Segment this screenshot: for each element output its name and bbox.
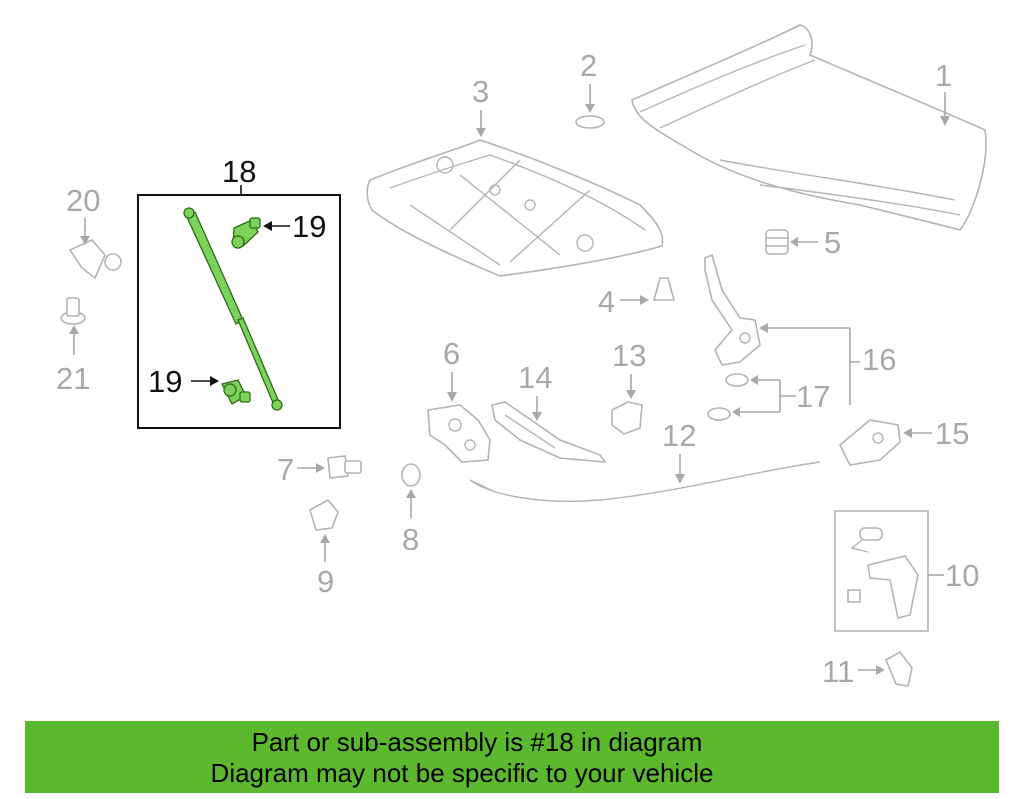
arrowhead-13 — [626, 390, 636, 399]
arrowhead-9 — [320, 534, 330, 543]
part-21-bolt — [60, 297, 86, 325]
arrowhead-16 — [759, 323, 768, 333]
label-13: 13 — [612, 338, 646, 373]
arrowhead-3 — [476, 128, 486, 137]
parts-diagram: 1 2 3 4 5 6 — [56, 24, 987, 689]
part-8-grommet — [401, 463, 421, 487]
part-4-clip — [652, 277, 676, 301]
part-19-upper-stud — [231, 217, 261, 249]
arrowhead-20 — [80, 236, 90, 245]
label-1: 1 — [935, 58, 952, 93]
leader-17 — [737, 379, 796, 413]
part-2-plug — [575, 115, 605, 129]
part-18-box — [137, 194, 341, 429]
part-7-bolt — [327, 455, 362, 479]
part-6-lock — [427, 404, 491, 463]
banner-line-1: Part or sub-assembly is #18 in diagram — [251, 727, 703, 757]
info-banner: Part or sub-assembly is #18 in diagram D… — [25, 721, 999, 793]
label-17: 17 — [796, 379, 830, 414]
label-20: 20 — [66, 183, 100, 218]
arrowhead-2 — [585, 104, 595, 113]
arrowhead-8 — [406, 489, 416, 498]
part-19-lower-stud — [221, 379, 251, 405]
part-1-hood — [631, 24, 987, 231]
label-16: 16 — [862, 342, 896, 377]
part-17-washers — [707, 373, 749, 421]
label-3: 3 — [472, 74, 489, 109]
arrowhead-19-lower — [210, 376, 219, 386]
label-5: 5 — [824, 225, 841, 260]
arrowhead-11 — [876, 665, 885, 675]
label-18: 18 — [222, 154, 256, 189]
label-15: 15 — [935, 416, 969, 451]
label-8: 8 — [402, 522, 419, 557]
part-18-support-rod — [183, 207, 283, 411]
arrowhead-12 — [675, 474, 685, 484]
arrowhead-7 — [316, 463, 325, 473]
label-21: 21 — [56, 361, 90, 396]
arrowhead-17b — [732, 407, 740, 417]
arrowhead-5 — [790, 237, 798, 247]
arrowhead-15 — [903, 428, 912, 438]
label-11: 11 — [822, 654, 854, 689]
part-20-bracket — [68, 239, 122, 280]
part-11-screw — [884, 650, 913, 687]
part-14-support — [491, 401, 607, 463]
banner-line-2: Diagram may not be specific to your vehi… — [210, 758, 714, 788]
label-19-lower: 19 — [148, 364, 182, 399]
arrowhead-17a — [750, 375, 758, 385]
part-13-clip — [611, 401, 643, 435]
arrowhead-1 — [940, 116, 950, 126]
part-12-cable — [469, 461, 821, 502]
label-19-upper: 19 — [292, 209, 326, 244]
arrowhead-19-upper — [263, 221, 272, 231]
label-14: 14 — [518, 360, 552, 395]
label-7: 7 — [277, 452, 294, 487]
arrowhead-21 — [69, 325, 79, 334]
label-6: 6 — [443, 336, 460, 371]
part-16-hinge — [704, 253, 761, 366]
label-9: 9 — [317, 564, 334, 599]
label-10: 10 — [945, 558, 979, 593]
arrowhead-6 — [447, 392, 457, 402]
part-9-cap — [309, 498, 339, 531]
part-15-latch — [839, 419, 901, 466]
arrowhead-14 — [532, 412, 542, 421]
arrowhead-4 — [640, 295, 649, 305]
label-2: 2 — [580, 48, 597, 83]
part-5-cushion — [765, 229, 789, 255]
label-12: 12 — [662, 418, 696, 453]
part-10-lever — [834, 510, 929, 632]
part-3-insulator — [366, 139, 664, 277]
label-4: 4 — [598, 284, 615, 319]
leader-16 — [765, 327, 860, 405]
